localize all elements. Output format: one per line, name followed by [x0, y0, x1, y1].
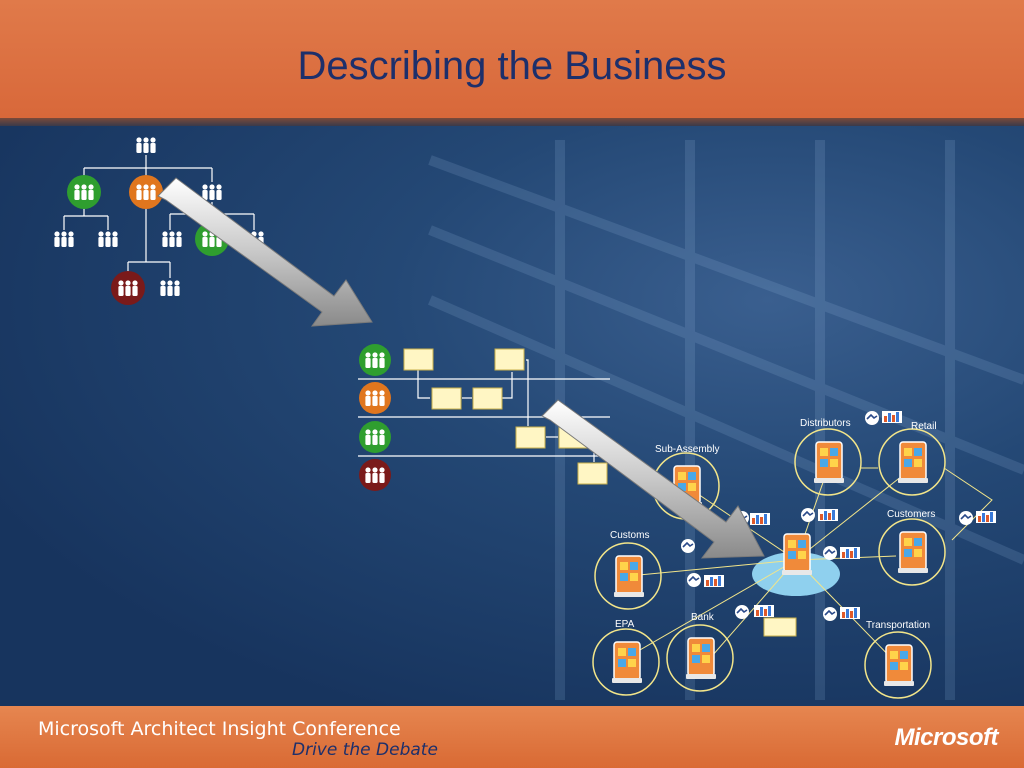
handshake-icon	[686, 572, 702, 588]
node-label-epa: EPA	[615, 619, 635, 630]
background-building-pattern	[427, 140, 1024, 700]
lane-maroon-group-icon	[359, 459, 391, 491]
bar-chart-icon	[704, 575, 724, 587]
handshake-icon	[734, 604, 750, 620]
node-label-distributors: Distributors	[800, 418, 851, 429]
process-box	[577, 462, 608, 485]
node-label-sub-assembly: Sub-Assembly	[655, 444, 719, 455]
handshake-icon	[800, 507, 816, 523]
footer-bar: Microsoft Architect Insight Conference D…	[0, 706, 1024, 768]
customers-node	[879, 519, 945, 585]
arrow-icon	[541, 399, 765, 559]
microsoft-logo: Microsoft	[894, 724, 999, 751]
conference-name: Microsoft Architect Insight Conference	[38, 718, 401, 740]
org-top-group-icon	[136, 137, 155, 153]
arrow-icon	[157, 177, 373, 327]
handshake-icon	[864, 410, 880, 426]
process-box	[472, 387, 503, 410]
document-icon	[763, 617, 797, 637]
handshake-icon	[822, 545, 838, 561]
title-bar: Describing the Business	[0, 0, 1024, 126]
bar-chart-icon	[818, 509, 838, 521]
bar-chart-icon	[750, 513, 770, 525]
node-label-bank: Bank	[691, 612, 715, 623]
bar-chart-icon	[840, 547, 860, 559]
business-diagram: Distributors Retail Sub-Assembly Custome…	[0, 126, 1024, 700]
epa-node	[593, 629, 659, 695]
partner-network: Distributors Retail Sub-Assembly Custome…	[593, 410, 996, 698]
org-orange-group-icon	[129, 175, 163, 209]
customs-node	[595, 543, 661, 609]
node-label-retail: Retail	[911, 421, 937, 432]
bank-node	[667, 625, 733, 691]
process-box	[431, 387, 462, 410]
org-maroon-group-icon	[111, 271, 145, 305]
node-label-transportation: Transportation	[866, 620, 930, 631]
lane-green-group-icon	[359, 421, 391, 453]
handshake-icon	[958, 510, 974, 526]
hub-server-icon	[781, 533, 813, 576]
org-green-group-icon	[67, 175, 101, 209]
lane-orange-group-icon	[359, 382, 391, 414]
org-group-icon	[160, 280, 179, 296]
node-label-customs: Customs	[610, 530, 649, 541]
org-group-icon	[98, 231, 117, 247]
bar-chart-icon	[882, 411, 902, 423]
bar-chart-icon	[976, 511, 996, 523]
bar-chart-icon	[754, 605, 774, 617]
org-group-icon	[202, 184, 221, 200]
handshake-icon	[680, 538, 696, 554]
slide-title: Describing the Business	[297, 44, 727, 88]
node-label-customers: Customers	[887, 509, 935, 520]
conference-tagline: Drive the Debate	[292, 740, 438, 760]
diagram-area: Distributors Retail Sub-Assembly Custome…	[0, 126, 1024, 706]
org-group-icon	[54, 231, 73, 247]
org-group-icon	[162, 231, 181, 247]
process-box	[494, 348, 525, 371]
transportation-node	[865, 632, 931, 698]
bar-chart-icon	[840, 607, 860, 619]
process-box	[403, 348, 434, 371]
process-box	[515, 426, 546, 449]
lane-green-group-icon	[359, 344, 391, 376]
handshake-icon	[822, 606, 838, 622]
retail-node	[879, 429, 945, 495]
